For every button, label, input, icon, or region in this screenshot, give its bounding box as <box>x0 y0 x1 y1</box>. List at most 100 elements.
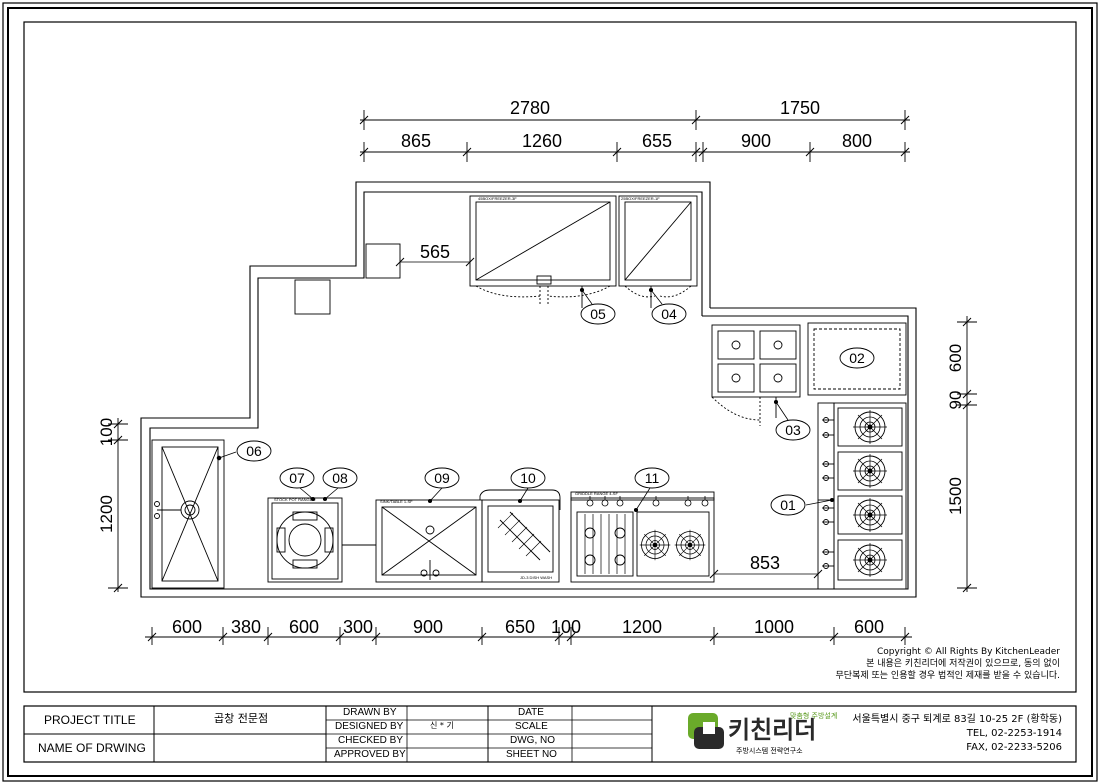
dim-top-1260: 1260 <box>522 131 562 151</box>
dim-top-800: 800 <box>842 131 872 151</box>
designed-by-label: DESIGNED BY <box>335 721 404 732</box>
dim-left-1200: 1200 <box>97 495 116 533</box>
project-title-value: 곱창 전문점 <box>214 712 269 725</box>
company-contact: 서울특별시 중구 퇴계로 83길 10-25 2F (황학동) TEL, 02-… <box>852 713 1062 755</box>
svg-text:25BOX/FREEZER-1F: 25BOX/FREEZER-1F <box>621 196 660 201</box>
tag-07: 07 <box>289 470 305 486</box>
company-fax: FAX, 02-2233-5206 <box>966 742 1062 753</box>
column-box-1 <box>365 243 401 279</box>
copyright-line-3: 무단복제 또는 인용할 경우 법적인 제재를 받을 수 있습니다. <box>835 671 1060 681</box>
tag-ellipse-05 <box>580 303 616 325</box>
tag-ellipse-08 <box>322 467 358 489</box>
dimension-top-detail <box>359 142 910 162</box>
dim-bottom-600b: 600 <box>289 617 319 637</box>
svg-text:STOCK POT RANGE 2: STOCK POT RANGE 2 <box>274 497 316 502</box>
tag-ellipse-10 <box>510 467 546 489</box>
drawing-name-label: NAME OF DRWING <box>38 741 146 755</box>
company-subtitle: 주방시스템 전략연구소 <box>736 747 803 755</box>
dim-bottom-650: 650 <box>505 617 535 637</box>
tag-02: 02 <box>849 350 865 366</box>
tag-03: 03 <box>785 422 801 438</box>
inner-dimension-lines <box>395 257 823 579</box>
approved-by-label: APPROVED BY <box>334 749 406 760</box>
dimension-bottom <box>145 627 912 645</box>
stock-pot-range-07-08: STOCK POT RANGE 2 <box>267 496 376 583</box>
sink-06 <box>151 439 225 589</box>
equipment-tag-labels: 05 04 02 03 01 06 07 08 09 10 11 <box>246 306 865 513</box>
dim-bottom-300: 300 <box>343 617 373 637</box>
scale-label: SCALE <box>515 721 548 732</box>
dim-bottom-600c: 600 <box>854 617 884 637</box>
tag-ellipse-11 <box>634 467 670 489</box>
range-unit-11: GRIDDLE RANGE 4-SF <box>570 491 715 583</box>
dimension-left <box>108 418 128 593</box>
tag-ellipse-02 <box>839 347 875 369</box>
dim-right-600: 600 <box>946 344 965 372</box>
tag-ellipse-07 <box>279 467 315 489</box>
dish-washer-10: JD-3 DISH WASH <box>479 489 561 583</box>
drawn-by-label: DRAWN BY <box>343 707 397 718</box>
dim-bottom-900: 900 <box>413 617 443 637</box>
title-block-grid <box>23 705 1077 763</box>
svg-text:JD-3 DISH WASH: JD-3 DISH WASH <box>520 575 552 580</box>
dim-top-900: 900 <box>741 131 771 151</box>
dwg-no-label: DWG, NO <box>510 735 555 746</box>
date-label: DATE <box>518 707 544 718</box>
tag-01: 01 <box>780 497 796 513</box>
dim-inner-565: 565 <box>420 242 450 262</box>
dim-bottom-600a: 600 <box>172 617 202 637</box>
sink-table-09: SINK/TABLE 1-SF <box>375 498 483 583</box>
company-tagline: 맞춤형 주방설계 <box>790 712 838 720</box>
copyright-line-2: 본 내용은 키친리더에 저작권이 있으므로, 동의 없이 <box>866 659 1060 669</box>
company-tel: TEL, 02-2253-1914 <box>966 728 1062 739</box>
column-box-2 <box>294 279 331 315</box>
refrigerator-05: 45BOX/FREEZER-3F <box>469 195 617 308</box>
designed-by-value: 신 * 기 <box>430 721 454 730</box>
dim-top-655: 655 <box>642 131 672 151</box>
tag-09: 09 <box>434 470 450 486</box>
tag-ellipse-01 <box>770 494 806 516</box>
tag-10: 10 <box>520 470 536 486</box>
dimension-top-overall <box>359 110 910 130</box>
dim-bottom-1200: 1200 <box>622 617 662 637</box>
equipment-tags <box>236 303 875 516</box>
tag-06: 06 <box>246 443 262 459</box>
copyright-line-1: Copyright © All Rights By KitchenLeader <box>876 647 1060 657</box>
dim-right-90: 90 <box>946 391 965 410</box>
dimension-right <box>957 316 977 593</box>
dim-right-1500: 1500 <box>946 477 965 515</box>
tag-08: 08 <box>332 470 348 486</box>
copyright-notice: Copyright © All Rights By KitchenLeader … <box>836 646 1060 682</box>
company-address: 서울특별시 중구 퇴계로 83길 10-25 2F (황학동) <box>852 714 1062 725</box>
dim-bottom-1000: 1000 <box>754 617 794 637</box>
dim-top-865: 865 <box>401 131 431 151</box>
gas-range-01 <box>817 402 907 590</box>
dim-inner-853: 853 <box>750 553 780 573</box>
inner-border <box>7 7 1093 777</box>
dim-top-2780: 2780 <box>510 98 550 118</box>
room-walls <box>140 181 917 598</box>
tag-ellipse-03 <box>775 419 811 441</box>
svg-text:45BOX/FREEZER-3F: 45BOX/FREEZER-3F <box>478 196 517 201</box>
project-title-label: PROJECT TITLE <box>44 713 136 727</box>
rice-cooker-unit <box>711 324 801 426</box>
sheet-no-label: SHEET NO <box>506 749 557 760</box>
dim-left-100: 100 <box>97 418 116 446</box>
company-logo-text: 키친리더 <box>728 716 817 744</box>
svg-text:GRIDDLE RANGE 4-SF: GRIDDLE RANGE 4-SF <box>575 491 618 496</box>
tag-ellipse-04 <box>651 303 687 325</box>
svg-text:SINK/TABLE 1-SF: SINK/TABLE 1-SF <box>380 499 413 504</box>
work-table-02 <box>807 322 907 396</box>
dim-top-1750: 1750 <box>780 98 820 118</box>
dimension-labels: 2780 1750 865 1260 655 900 800 600 380 6… <box>97 98 965 637</box>
tag-ellipse-09 <box>424 467 460 489</box>
checked-by-label: CHECKED BY <box>338 735 404 746</box>
dim-bottom-100: 100 <box>551 617 581 637</box>
tag-ellipse-06 <box>236 440 272 462</box>
tag-05: 05 <box>590 306 606 322</box>
dim-bottom-380: 380 <box>231 617 261 637</box>
tag-leaders <box>218 289 833 511</box>
drawing-frame <box>23 21 1077 693</box>
